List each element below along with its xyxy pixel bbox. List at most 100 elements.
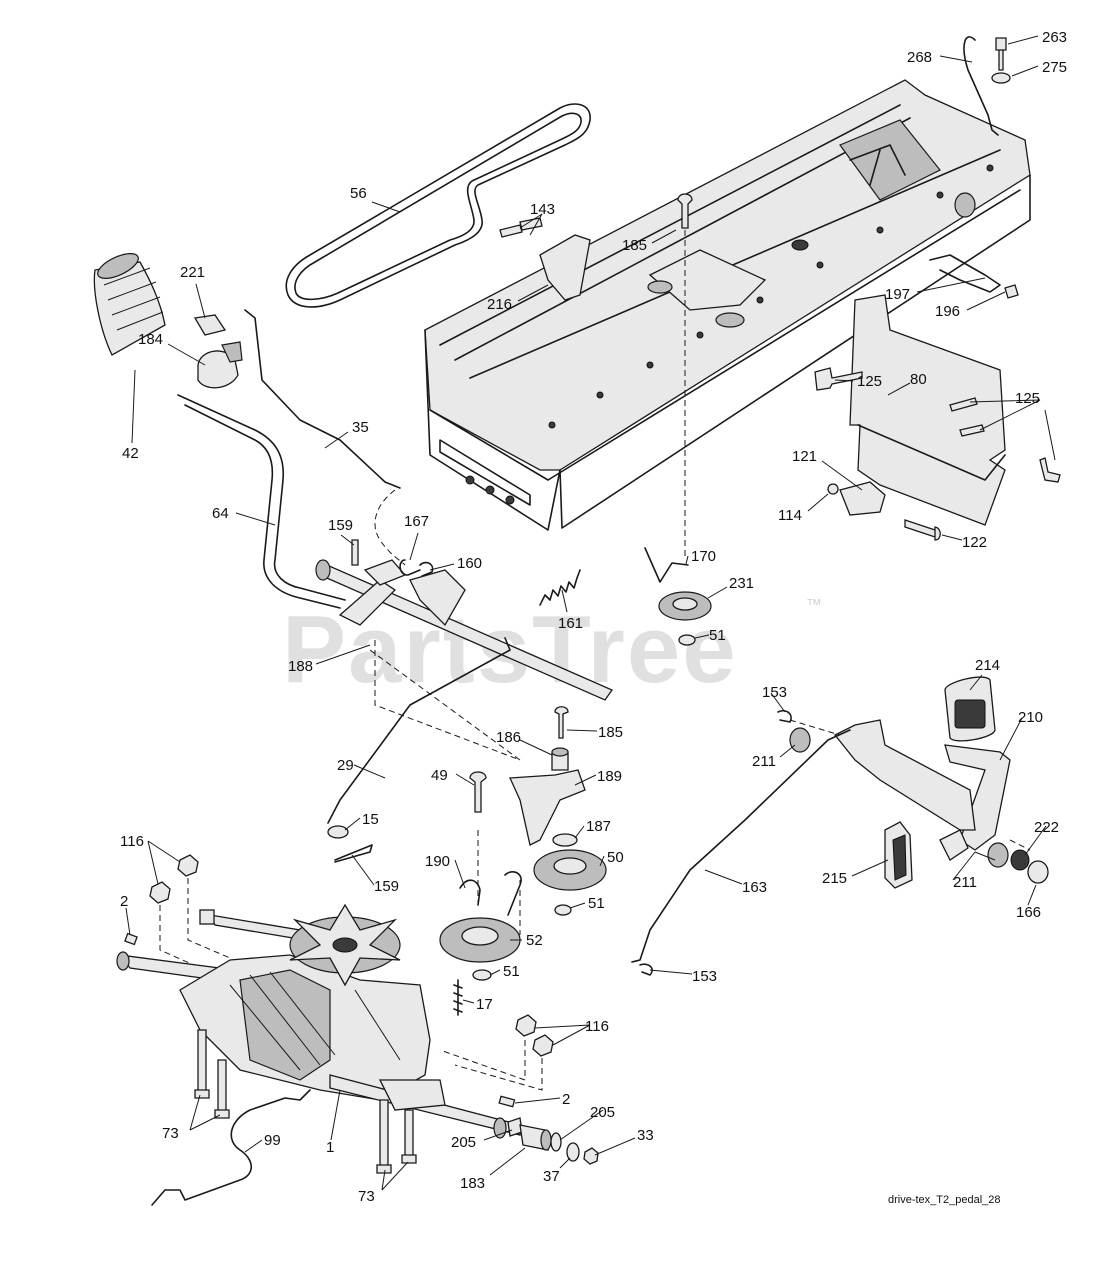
bolt-125-c[interactable] <box>1039 457 1061 483</box>
lift-rod-197[interactable] <box>929 254 1001 293</box>
nut-116-d[interactable] <box>532 1034 554 1057</box>
bolt-125-a[interactable] <box>814 367 863 391</box>
pulley-52-hub <box>461 926 499 946</box>
callout-210: 210 <box>1018 709 1043 726</box>
seat-bolt[interactable] <box>995 37 1007 71</box>
knob-cap[interactable] <box>197 350 239 389</box>
latch-clip[interactable] <box>193 314 227 336</box>
callout-50: 50 <box>607 849 624 866</box>
drive-rod[interactable] <box>327 637 511 824</box>
key-2-b[interactable] <box>498 1095 516 1108</box>
brake-rod-163[interactable] <box>631 729 851 963</box>
callout-221: 221 <box>180 264 205 281</box>
control-rod[interactable] <box>244 309 401 489</box>
dash-line-116-right <box>439 1040 543 1091</box>
callout-99: 99 <box>264 1132 281 1149</box>
pin-122[interactable] <box>904 519 941 541</box>
callout-275: 275 <box>1042 59 1067 76</box>
callout-222: 222 <box>1034 819 1059 836</box>
key-2-a[interactable] <box>124 932 138 946</box>
seat-rod[interactable] <box>963 36 999 136</box>
callout-185-mid: 185 <box>598 724 623 741</box>
callout-153-top: 153 <box>762 684 787 701</box>
bushing-211-a[interactable] <box>789 727 811 753</box>
callout-184: 184 <box>138 331 163 348</box>
nut-51-top[interactable] <box>678 634 696 646</box>
callout-211-top: 211 <box>752 753 776 770</box>
drive-belt[interactable] <box>285 103 591 308</box>
nut-116-c[interactable] <box>515 1014 537 1037</box>
callout-51-top: 51 <box>709 627 726 644</box>
bypass-rod-99[interactable] <box>151 1089 311 1206</box>
nut-114[interactable] <box>827 483 839 495</box>
handle-grip[interactable] <box>93 249 166 356</box>
callout-51-low: 51 <box>503 963 520 980</box>
washer-15[interactable] <box>327 825 349 839</box>
bolt-125-b[interactable] <box>949 397 985 437</box>
callout-17: 17 <box>476 996 493 1013</box>
bushing-211-b[interactable] <box>987 842 1009 868</box>
bolt-196[interactable] <box>1004 284 1019 299</box>
pedal-shaft-assembly[interactable] <box>315 559 613 701</box>
bolt-73-c[interactable] <box>376 1099 392 1174</box>
idler-bracket-189[interactable] <box>509 769 586 846</box>
callout-163: 163 <box>742 879 767 896</box>
dash-line-116 <box>159 878 231 980</box>
nut-116-a[interactable] <box>177 854 199 877</box>
callout-187: 187 <box>586 818 611 835</box>
callout-116-left: 116 <box>120 833 144 850</box>
shift-lever[interactable] <box>177 394 346 601</box>
callout-29: 29 <box>337 757 354 774</box>
spacer-205-b[interactable] <box>550 1132 562 1152</box>
callout-268: 268 <box>907 49 932 66</box>
washer-187[interactable] <box>552 833 578 847</box>
carriage-bolt-185-b[interactable] <box>554 706 569 739</box>
callout-216: 216 <box>487 296 512 313</box>
clip-153-top[interactable] <box>777 709 792 723</box>
idler-arm-170[interactable] <box>644 547 689 583</box>
bolt-73-d[interactable] <box>401 1109 417 1164</box>
tractor-frame[interactable] <box>424 79 1031 531</box>
support-bracket-edge <box>857 424 1006 481</box>
callout-2-left: 2 <box>120 893 128 910</box>
pin-159[interactable] <box>351 539 359 566</box>
transaxle-1[interactable] <box>116 909 521 1139</box>
callout-2-right: 2 <box>562 1091 570 1108</box>
callout-121: 121 <box>792 448 817 465</box>
cooling-fan[interactable] <box>289 903 401 987</box>
nut-116-b[interactable] <box>149 881 171 904</box>
bolt-73-b[interactable] <box>214 1059 230 1119</box>
spring-clip-167[interactable] <box>399 559 421 576</box>
callout-166: 166 <box>1016 904 1041 921</box>
seat-washer[interactable] <box>991 72 1011 84</box>
leader-lines <box>125 35 1056 1191</box>
washer-166[interactable] <box>1027 860 1049 884</box>
clip-153-bottom[interactable] <box>639 963 653 976</box>
belt-guide-190[interactable] <box>459 871 522 916</box>
spring-17[interactable] <box>453 979 463 1016</box>
callout-125: 125 <box>857 373 882 390</box>
callout-161: 161 <box>558 615 583 632</box>
hairpin-159[interactable] <box>334 844 373 863</box>
callout-196: 196 <box>935 303 960 320</box>
brake-shaft[interactable] <box>833 719 976 831</box>
callout-56: 56 <box>350 185 367 202</box>
callout-186: 186 <box>496 729 521 746</box>
plate-121[interactable] <box>839 481 886 516</box>
bolt-73-a[interactable] <box>194 1029 210 1099</box>
carriage-bolt-top[interactable] <box>677 193 693 229</box>
washer-222[interactable] <box>1010 849 1030 871</box>
extension-spring[interactable] <box>539 569 581 606</box>
callout-205-left: 205 <box>451 1134 476 1151</box>
bolt-49[interactable] <box>469 771 487 813</box>
nut-33[interactable] <box>583 1147 599 1165</box>
dash-line-35-to-shaft <box>374 489 406 566</box>
callout-1: 1 <box>326 1139 334 1156</box>
washer-37[interactable] <box>566 1142 580 1162</box>
nut-51-mid[interactable] <box>554 904 572 916</box>
callout-211-low: 211 <box>953 874 977 891</box>
mounting-bracket[interactable] <box>539 234 591 301</box>
nut-51-low[interactable] <box>472 969 492 981</box>
clip-160[interactable] <box>419 561 434 577</box>
callout-167: 167 <box>404 513 429 530</box>
